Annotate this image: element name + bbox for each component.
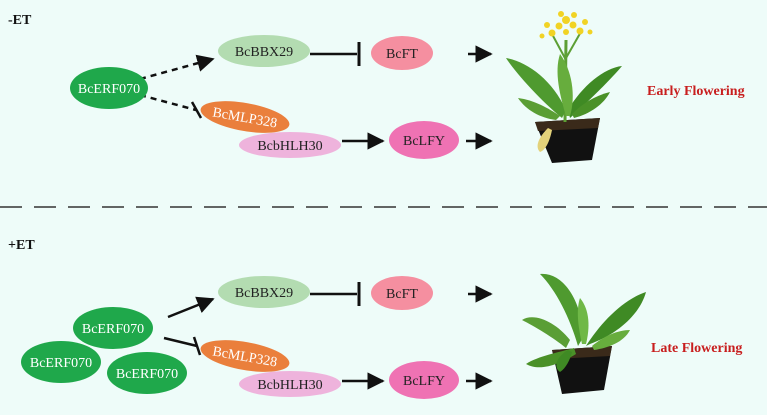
bottom-edge-erf-mlp-bar	[192, 336, 202, 356]
bottom-node-bcbhlh30: BcbHLH30	[239, 371, 341, 397]
flowering-plant-icon	[506, 11, 622, 163]
top-edge-erf-mlp-bar	[190, 101, 203, 119]
bottom-node-bclfy: BcLFY	[389, 361, 459, 399]
bottom-node-bcft-label: BcFT	[386, 287, 418, 302]
bottom-node-bcbbx29: BcBBX29	[218, 276, 310, 308]
top-node-bcft: BcFT	[371, 36, 433, 70]
top-outcome-label: Early Flowering	[647, 84, 745, 99]
top-node-bcerf070: BcERF070	[70, 67, 148, 109]
bottom-node-bcerf070-a-label: BcERF070	[82, 322, 144, 337]
bottom-edge-erf-mlp	[163, 336, 198, 348]
bottom-node-bclfy-label: BcLFY	[403, 374, 445, 389]
bottom-edge-erf-bbx	[167, 296, 215, 319]
top-node-bcbhlh30: BcbHLH30	[239, 132, 341, 158]
bottom-node-bcmlp328: BcMLP328	[200, 340, 290, 372]
top-node-bcbhlh30-label: BcbHLH30	[257, 139, 322, 154]
bottom-node-bcerf070-b: BcERF070	[21, 341, 101, 383]
top-edge-erf-bbx	[139, 54, 215, 81]
top-node-bcerf070-label: BcERF070	[78, 82, 140, 97]
bottom-condition-label: +ET	[8, 238, 35, 253]
bottom-node-bcerf070-c: BcERF070	[107, 352, 187, 394]
top-edge-erf-mlp	[139, 93, 197, 112]
bottom-node-bcbhlh30-label: BcbHLH30	[257, 378, 322, 393]
bottom-node-bcft: BcFT	[371, 276, 433, 310]
bottom-node-bcerf070-b-label: BcERF070	[30, 356, 92, 371]
leafy-plant-icon	[522, 273, 646, 394]
top-node-bcmlp328: BcMLP328	[200, 101, 290, 133]
top-node-bcft-label: BcFT	[386, 47, 418, 62]
top-condition-label: -ET	[8, 13, 32, 28]
top-node-bclfy-label: BcLFY	[403, 134, 445, 149]
bottom-node-bcerf070-a: BcERF070	[73, 307, 153, 349]
top-node-bclfy: BcLFY	[389, 121, 459, 159]
bottom-panel: +ET BcERF070 BcERF070 BcERF070 BcBBX29	[8, 238, 742, 399]
bottom-node-bcerf070-c-label: BcERF070	[116, 367, 178, 382]
top-node-bcbbx29-label: BcBBX29	[235, 45, 293, 60]
bottom-node-bcbbx29-label: BcBBX29	[235, 286, 293, 301]
top-node-bcbbx29: BcBBX29	[218, 35, 310, 67]
bottom-outcome-label: Late Flowering	[651, 341, 742, 356]
top-panel: -ET BcERF070 BcBBX29 BcFT BcbHLH30 BcM	[8, 11, 745, 163]
